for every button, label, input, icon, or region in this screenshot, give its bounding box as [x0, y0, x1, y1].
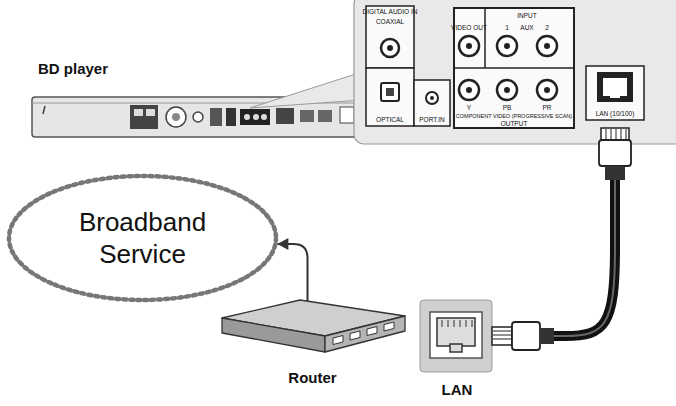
- port-label: COAXIAL: [376, 18, 404, 25]
- lan-plug: [492, 322, 554, 350]
- port-label: LAN (10/100): [596, 110, 635, 117]
- port-label: INPUT: [517, 12, 537, 19]
- cable-highlight: [496, 128, 615, 336]
- port-label: AUX: [520, 24, 533, 31]
- lan-node: LAN: [418, 298, 496, 402]
- ellipse-outline: [5, 172, 280, 304]
- node-label: Router: [215, 369, 410, 386]
- port-label: PORT.IN: [419, 116, 445, 123]
- lan-plug: [599, 128, 631, 180]
- node-label: LAN: [418, 381, 496, 398]
- port-label: OPTICAL: [376, 116, 404, 123]
- router-node: Router: [215, 300, 410, 386]
- port-label: OUTPUT: [501, 120, 528, 127]
- bd-player-device: [32, 97, 404, 137]
- port-label: VIDEO OUT: [451, 24, 487, 31]
- connector: [277, 238, 307, 302]
- connector: [496, 128, 615, 336]
- rear-panel-closeup: [354, 0, 676, 144]
- lan-port-inset: [420, 300, 492, 372]
- port-label: PB: [503, 104, 512, 111]
- connector-line: [277, 244, 307, 302]
- port-label: 1: [505, 24, 509, 31]
- port-label: Y: [467, 104, 471, 111]
- dashed-ellipse: [9, 176, 276, 300]
- port-label: 2: [545, 24, 549, 31]
- lan-cable: [496, 128, 615, 336]
- arrowhead: [277, 238, 288, 250]
- router-device: [222, 300, 405, 352]
- node-label: BD player: [38, 60, 108, 77]
- port-label: COMPONENT VIDEO (PROGRESSIVE SCAN): [456, 113, 572, 120]
- cloud-ellipse: Broadband Service: [5, 172, 280, 304]
- device-node: BD player: [30, 0, 676, 130]
- port-label: DIGITAL AUDIO IN: [363, 8, 418, 15]
- port-label: PR: [542, 104, 551, 111]
- node-label: Broadband Service: [53, 206, 233, 270]
